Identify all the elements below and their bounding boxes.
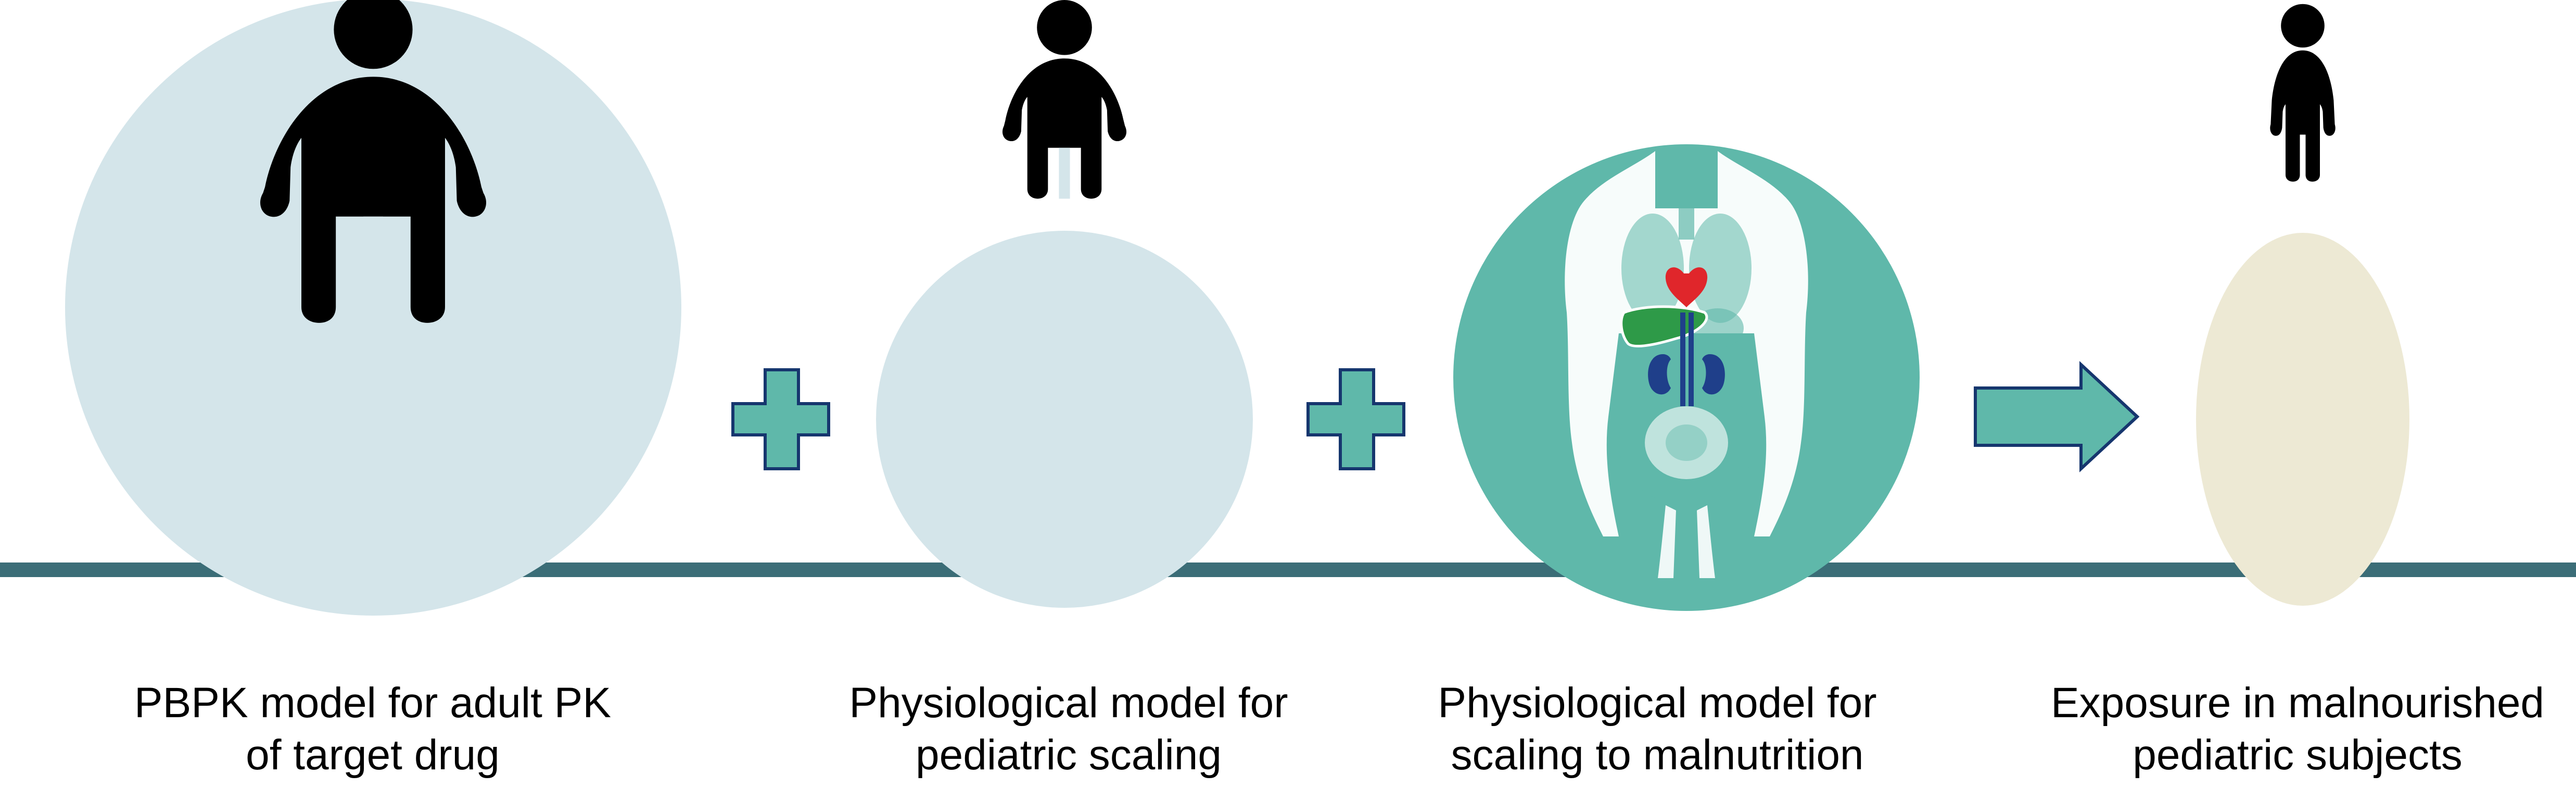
caption-line: PBPK model for adult PK — [134, 679, 612, 727]
kidney-icon — [1648, 354, 1671, 395]
plus-icon — [731, 368, 830, 470]
step-body — [1453, 144, 1920, 611]
step-caption-adult-pk: PBPK model for adult PK of target drug — [60, 677, 685, 781]
caption-line: scaling to malnutrition — [1451, 731, 1864, 779]
adult-person-icon — [260, 0, 487, 323]
caption-line: Physiological model for — [1438, 679, 1877, 727]
child-circle — [876, 231, 1253, 608]
plus-icon — [1306, 368, 1405, 470]
result-ellipse — [2196, 233, 2409, 606]
step-caption-malnutrition-scaling: Physiological model for scaling to malnu… — [1345, 677, 1970, 781]
step-caption-pediatric-scaling: Physiological model for pediatric scalin… — [756, 677, 1381, 781]
step-caption-exposure: Exposure in malnourished pediatric subje… — [1985, 677, 2576, 781]
child-person-icon — [1002, 0, 1127, 199]
caption-line: pediatric subjects — [2133, 731, 2463, 779]
step-child — [876, 0, 1253, 608]
human-body-organs-icon — [1565, 151, 1808, 578]
caption-line: pediatric scaling — [916, 731, 1222, 779]
kidney-icon — [1702, 354, 1725, 395]
step-result — [2196, 4, 2409, 606]
caption-line: Physiological model for — [849, 679, 1288, 727]
caption-line: of target drug — [246, 731, 500, 779]
step-adult — [65, 0, 681, 616]
malnourished-child-icon — [2270, 4, 2336, 182]
heart-icon — [1665, 267, 1708, 307]
right-arrow-icon — [1974, 361, 2140, 472]
caption-line: Exposure in malnourished — [2050, 679, 2545, 727]
